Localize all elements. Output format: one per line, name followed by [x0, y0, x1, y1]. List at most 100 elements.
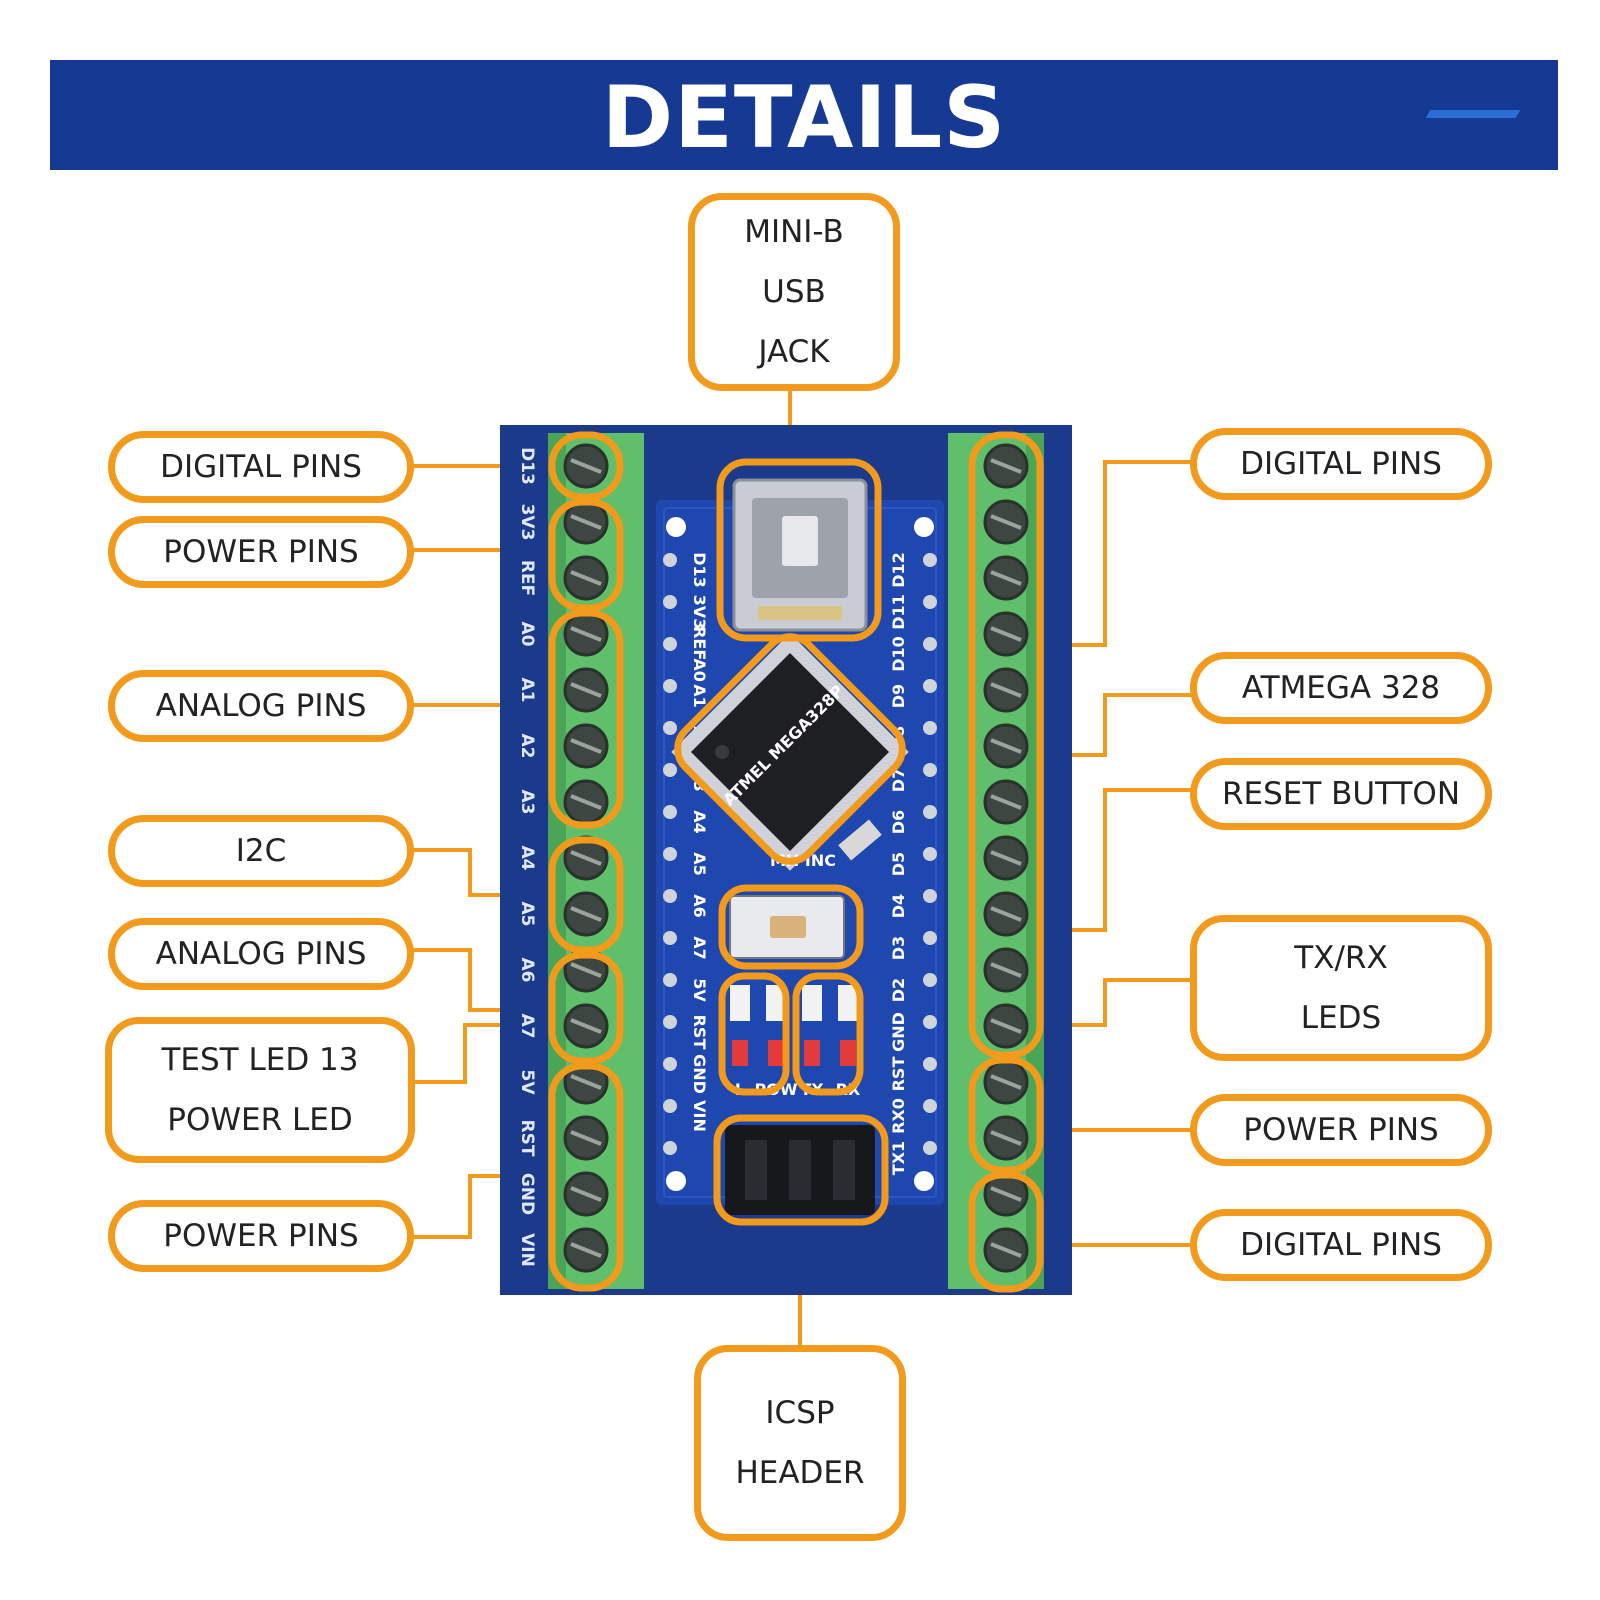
header-pin-icon: [663, 1015, 677, 1029]
page-title: DETAILS: [601, 68, 1007, 168]
screw-slot: [990, 626, 1022, 642]
header-pin-icon: [923, 595, 937, 609]
callout-text: POWER PINS: [1243, 1112, 1439, 1148]
callout-reset-button: RESET BUTTON: [1190, 758, 1492, 830]
screw-slot: [990, 1130, 1022, 1146]
pin-label: A3: [517, 790, 537, 815]
header-pin-icon: [923, 1141, 937, 1155]
nano-pin-label: A6: [690, 894, 709, 918]
callout-text: ATMEGA 328: [1241, 670, 1441, 706]
right-screw-terminals: [983, 443, 1029, 1273]
screw-slot: [990, 1186, 1022, 1202]
screw-slot: [990, 514, 1022, 530]
pin-label: RST: [517, 1120, 537, 1157]
callout-text: POWER PINS: [163, 1218, 359, 1254]
header-pin-icon: [663, 973, 677, 987]
nano-header-pins: [663, 553, 937, 1155]
header-pin-icon: [663, 805, 677, 819]
callout-right-power-pins: POWER PINS: [1190, 1094, 1492, 1166]
callout-left-analog-pins-top: ANALOG PINS: [108, 670, 414, 742]
header-pin-icon: [663, 637, 677, 651]
callout-test-led-line1: TEST LED 13: [161, 1042, 359, 1078]
header-pin-icon: [923, 1015, 937, 1029]
nano-pin-label: RST: [690, 1015, 709, 1050]
header-pin-icon: [663, 679, 677, 693]
nano-pin-label: REFA0: [690, 626, 709, 682]
screw-slot: [990, 682, 1022, 698]
header-pin-icon: [923, 679, 937, 693]
led-group-icon: [730, 985, 858, 1066]
nano-pin-label: D10: [889, 636, 908, 672]
header-pin-icon: [923, 931, 937, 945]
header-pin-icon: [923, 847, 937, 861]
nano-pin-label: TX1: [889, 1141, 908, 1175]
pin-label: A2: [517, 734, 537, 759]
screw-slot: [990, 1074, 1022, 1090]
header-pin-icon: [663, 721, 677, 735]
callout-usb-jack: MINI-B USB JACK: [688, 193, 900, 391]
callout-text: I2C: [235, 833, 287, 869]
callout-text: ANALOG PINS: [155, 688, 367, 724]
callout-text: RESET BUTTON: [1221, 776, 1461, 812]
screw-slot: [570, 962, 602, 978]
pin-label: A7: [517, 1014, 537, 1039]
callout-icsp-header: ICSP HEADER: [694, 1345, 906, 1541]
screw-slot: [990, 1018, 1022, 1034]
callout-left-analog-pins-bottom: ANALOG PINS: [108, 918, 414, 990]
mount-hole-icon: [914, 1171, 934, 1191]
screw-slot: [570, 570, 602, 586]
nano-pin-label: A7: [690, 936, 709, 960]
screw-slot: [570, 794, 602, 810]
pin-label: REF: [517, 560, 537, 596]
screw-slot: [570, 514, 602, 530]
callout-icsp-line2: HEADER: [735, 1455, 865, 1491]
header-pin-icon: [663, 1099, 677, 1113]
header-banner: DETAILS: [50, 60, 1558, 170]
callout-left-power-pins-bottom: POWER PINS: [108, 1200, 414, 1272]
screw-slot: [990, 458, 1022, 474]
header-pin-icon: [923, 1099, 937, 1113]
header-pin-icon: [663, 889, 677, 903]
nano-pin-label: GND: [889, 1012, 908, 1052]
callout-icsp-line1: ICSP: [765, 1395, 835, 1431]
nano-pin-label: D5: [889, 852, 908, 876]
screw-slot: [570, 1074, 602, 1090]
screw-slot: [570, 1242, 602, 1258]
screw-slot: [570, 1186, 602, 1202]
screw-slot: [990, 906, 1022, 922]
screw-slot: [990, 962, 1022, 978]
pin-label: A4: [517, 846, 537, 871]
header-pin-icon: [663, 595, 677, 609]
callout-usb-line1: MINI-B: [744, 214, 844, 250]
screw-slot: [990, 738, 1022, 754]
header-pin-icon: [663, 763, 677, 777]
header-pin-icon: [923, 889, 937, 903]
left-screw-terminals: [563, 443, 609, 1273]
screw-slot: [570, 906, 602, 922]
nano-pin-label: GND: [690, 1054, 709, 1094]
nano-pin-label: D2: [889, 978, 908, 1002]
nano-pin-label: D13: [690, 552, 709, 588]
nano-pin-label: D9: [889, 684, 908, 708]
header-pin-icon: [923, 637, 937, 651]
mount-hole-icon: [666, 1171, 686, 1191]
nano-pin-label: D6: [889, 810, 908, 834]
screw-slot: [990, 850, 1022, 866]
nano-pin-label: VIN: [690, 1100, 709, 1132]
header-pin-icon: [663, 1057, 677, 1071]
pin-label: A1: [517, 678, 537, 703]
nano-pin-label: A1: [690, 684, 709, 708]
callout-test-led-line2: POWER LED: [167, 1102, 353, 1138]
nano-pin-label: D4: [889, 894, 908, 918]
callout-right-digital-pins-top: DIGITAL PINS: [1190, 428, 1492, 500]
pin-label: 3V3: [517, 504, 537, 541]
callout-atmega: ATMEGA 328: [1190, 652, 1492, 724]
header-pin-icon: [923, 763, 937, 777]
pin-label: A6: [517, 958, 537, 983]
callout-left-digital-pins: DIGITAL PINS: [108, 431, 414, 503]
callout-text: DIGITAL PINS: [1240, 446, 1442, 482]
callout-test-led: TEST LED 13 POWER LED: [105, 1017, 415, 1163]
callout-usb-line3: JACK: [758, 334, 830, 370]
